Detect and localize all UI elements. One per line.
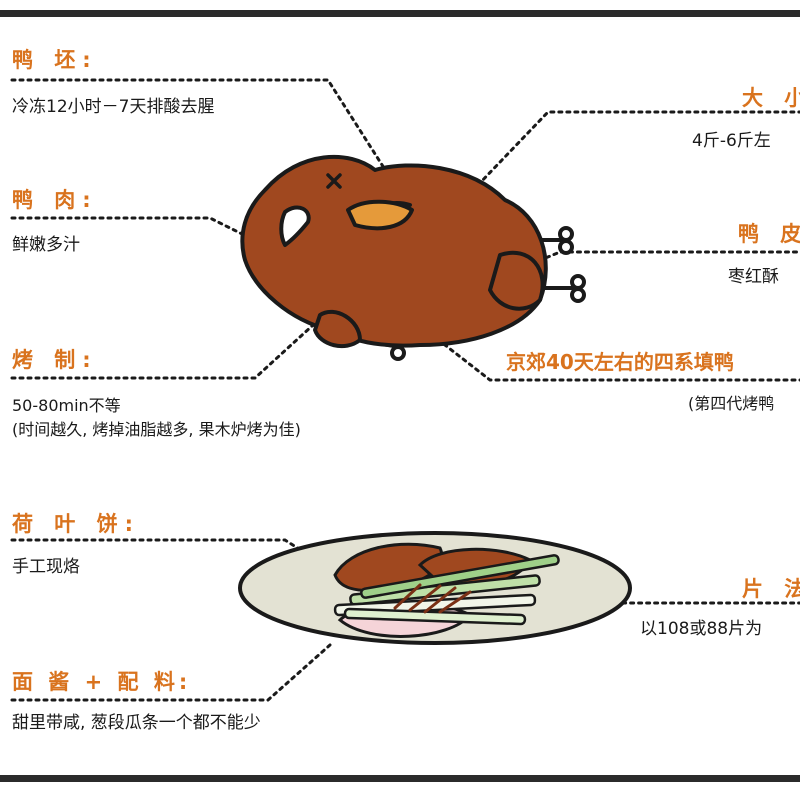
- label-lotus-pancake-desc: 手工现烙: [12, 557, 80, 577]
- duck-eye-x: [326, 173, 342, 189]
- label-breed-desc: (第四代烤鸭: [688, 394, 775, 413]
- label-duck-blank-title: 鸭 坯:: [12, 48, 98, 72]
- duck-beak: [346, 199, 414, 231]
- leader-line-breed: [398, 308, 800, 382]
- plate-illustration: [238, 531, 632, 645]
- label-duck-meat-title: 鸭 肉:: [12, 188, 98, 212]
- label-roasting-desc-detail: (时间越久, 烤掉油脂越多, 果木炉烤为佳): [12, 420, 301, 439]
- leader-line-size: [476, 110, 800, 187]
- label-sauce-title: 面 酱 + 配 料:: [12, 670, 192, 694]
- bottom-border: [0, 775, 800, 782]
- label-lotus-pancake-title: 荷 叶 饼:: [12, 512, 141, 536]
- duck-thigh-right: [488, 250, 545, 311]
- leader-line-sauce: [10, 643, 332, 702]
- leader-line-duck-blank: [10, 78, 400, 192]
- label-slicing-title: 片 法: [742, 577, 800, 601]
- label-sauce-desc: 甜里带咸, 葱段瓜条一个都不能少: [12, 713, 261, 733]
- label-duck-skin-desc: 枣红酥: [728, 267, 779, 287]
- roast-duck-illustration: [240, 154, 586, 361]
- label-duck-meat-desc: 鲜嫩多汁: [12, 235, 80, 255]
- top-border: [0, 10, 800, 17]
- label-size-title: 大 小: [742, 86, 800, 110]
- leader-line-roasting: [10, 303, 337, 380]
- label-breed-title: 京郊40天左右的四系填鸭: [506, 350, 734, 374]
- duck-body: [240, 154, 548, 348]
- label-size-desc: 4斤-6斤左: [692, 131, 771, 151]
- label-slicing-desc: 以108或88片为: [640, 619, 763, 639]
- duck-thigh-bottom: [313, 309, 362, 349]
- label-duck-skin-title: 鸭 皮: [738, 222, 800, 246]
- label-duck-blank-desc: 冷冻12小时－7天排酸去腥: [12, 97, 215, 117]
- label-roasting-title: 烤 制:: [12, 348, 98, 372]
- duck-white-patch: [279, 205, 311, 247]
- label-roasting-desc: 50-80min不等: [12, 396, 121, 415]
